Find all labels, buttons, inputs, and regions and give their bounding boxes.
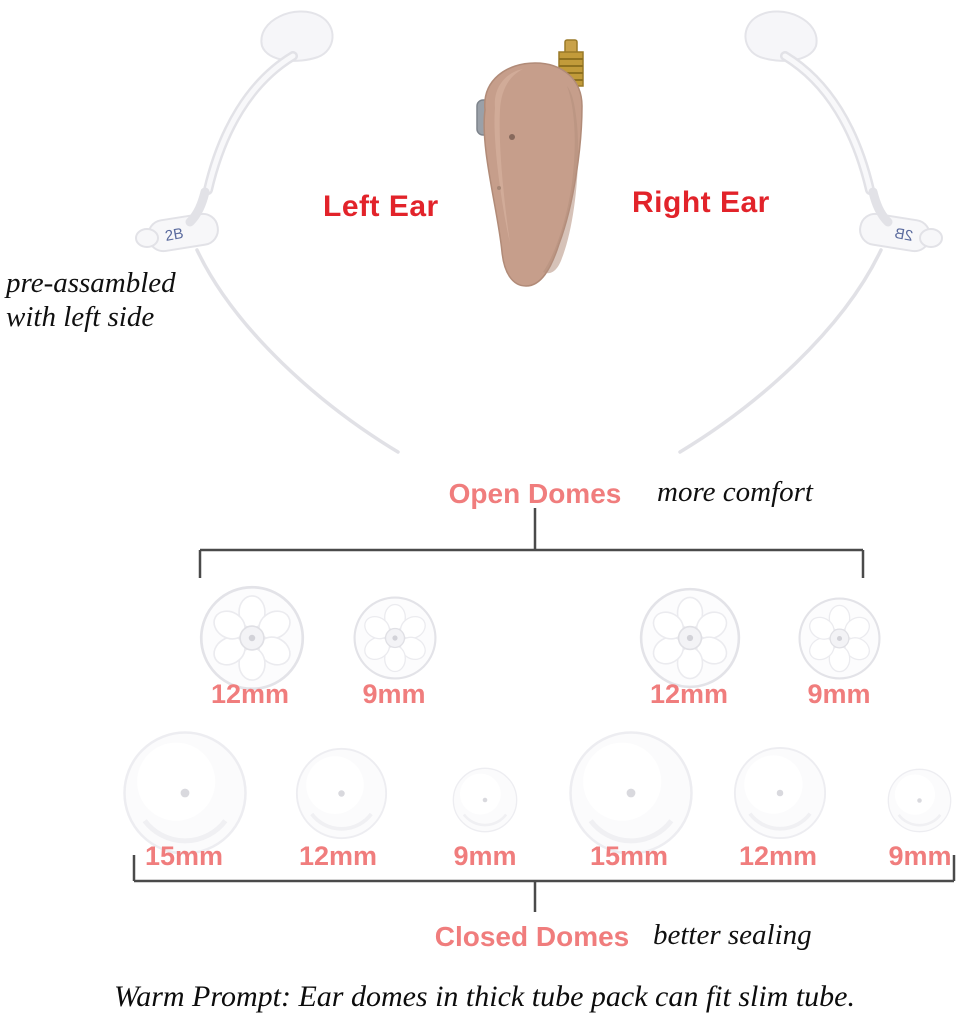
open-domes-bracket <box>198 508 865 578</box>
left-ear-label: Left Ear <box>323 190 439 223</box>
open-dome-size-label: 12mm <box>649 679 729 709</box>
closed-dome-15mm-a <box>125 733 246 854</box>
preassembled-note: pre-assambled with left side <box>6 266 176 334</box>
right-ear-tube: 2B <box>678 10 943 454</box>
closed-dome-size-label: 15mm <box>144 841 224 871</box>
closed-domes-note: better sealing <box>653 919 812 951</box>
closed-domes-title: Closed Domes <box>434 921 630 952</box>
open-dome-12mm-a <box>199 585 305 691</box>
left-ear-tube: 2B <box>135 10 400 454</box>
preassembled-note-line2: with left side <box>6 301 155 333</box>
hearing-aid-device <box>476 39 584 287</box>
warm-prompt-note: Warm Prompt: Ear domes in thick tube pac… <box>113 980 855 1013</box>
open-dome-9mm-a <box>353 596 437 680</box>
closed-domes-bracket <box>132 855 956 912</box>
closed-dome-size-label: 9mm <box>453 841 517 871</box>
open-domes-note: more comfort <box>657 476 813 508</box>
closed-dome-12mm-a <box>295 747 388 840</box>
open-domes-title: Open Domes <box>448 478 622 509</box>
mic-hole <box>509 134 515 140</box>
tube-size-tag-right: 2B <box>893 225 914 245</box>
open-dome-12mm-b <box>639 587 741 689</box>
preassembled-note-line1: pre-assambled <box>6 267 176 299</box>
open-dome-size-label: 9mm <box>807 679 871 709</box>
closed-dome-size-label: 15mm <box>589 841 669 871</box>
closed-dome-9mm-a <box>452 767 518 833</box>
closed-dome-12mm-b <box>733 746 827 840</box>
right-ear-label: Right Ear <box>632 186 770 219</box>
open-dome-size-label: 9mm <box>362 679 426 709</box>
closed-dome-15mm-b <box>571 733 692 854</box>
open-dome-size-label: 12mm <box>210 679 290 709</box>
closed-dome-size-label: 12mm <box>298 841 378 871</box>
closed-dome-size-label: 9mm <box>888 841 952 871</box>
closed-dome-size-label: 12mm <box>738 841 818 871</box>
open-dome-9mm-b <box>798 597 881 680</box>
tube-size-tag-left: 2B <box>164 225 185 245</box>
closed-dome-9mm-b <box>887 768 952 833</box>
